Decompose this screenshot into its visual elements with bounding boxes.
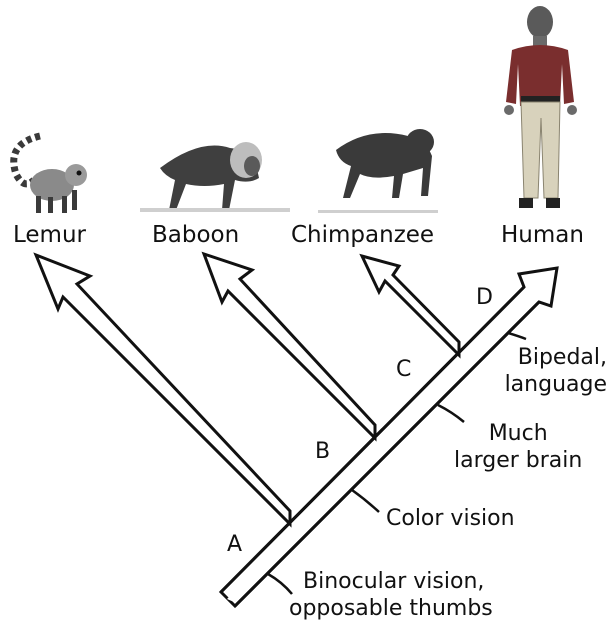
taxon-label-human: Human: [501, 222, 584, 248]
taxon-label-lemur: Lemur: [13, 222, 86, 248]
trait-line: Much: [454, 420, 582, 447]
taxon-label-chimpanzee: Chimpanzee: [291, 222, 434, 248]
trait-label-brain: Much larger brain: [454, 420, 582, 474]
trait-label-color: Color vision: [386, 505, 515, 532]
branch-chimpanzee: [362, 256, 459, 355]
human-icon: [504, 6, 577, 208]
node-label-c: C: [396, 358, 411, 382]
node-label-b: B: [315, 440, 330, 464]
trait-line: Binocular vision,: [289, 568, 493, 595]
trait-label-bipedal: Bipedal, language: [502, 344, 607, 398]
trait-line: opposable thumbs: [289, 595, 493, 622]
lemur-icon: [14, 136, 87, 213]
node-label-a: A: [227, 533, 242, 557]
trait-tick-color: [352, 490, 379, 512]
trait-line: Bipedal,: [502, 344, 607, 371]
branch-baboon: [204, 254, 375, 438]
chimpanzee-icon: [318, 129, 438, 213]
trait-line: larger brain: [454, 447, 582, 474]
trait-label-binocular: Binocular vision, opposable thumbs: [289, 568, 493, 622]
trait-tick-bipedal: [508, 333, 526, 339]
trait-line: language: [502, 371, 607, 398]
taxon-label-baboon: Baboon: [152, 222, 239, 248]
baboon-icon: [140, 142, 290, 212]
node-label-d: D: [476, 286, 493, 310]
